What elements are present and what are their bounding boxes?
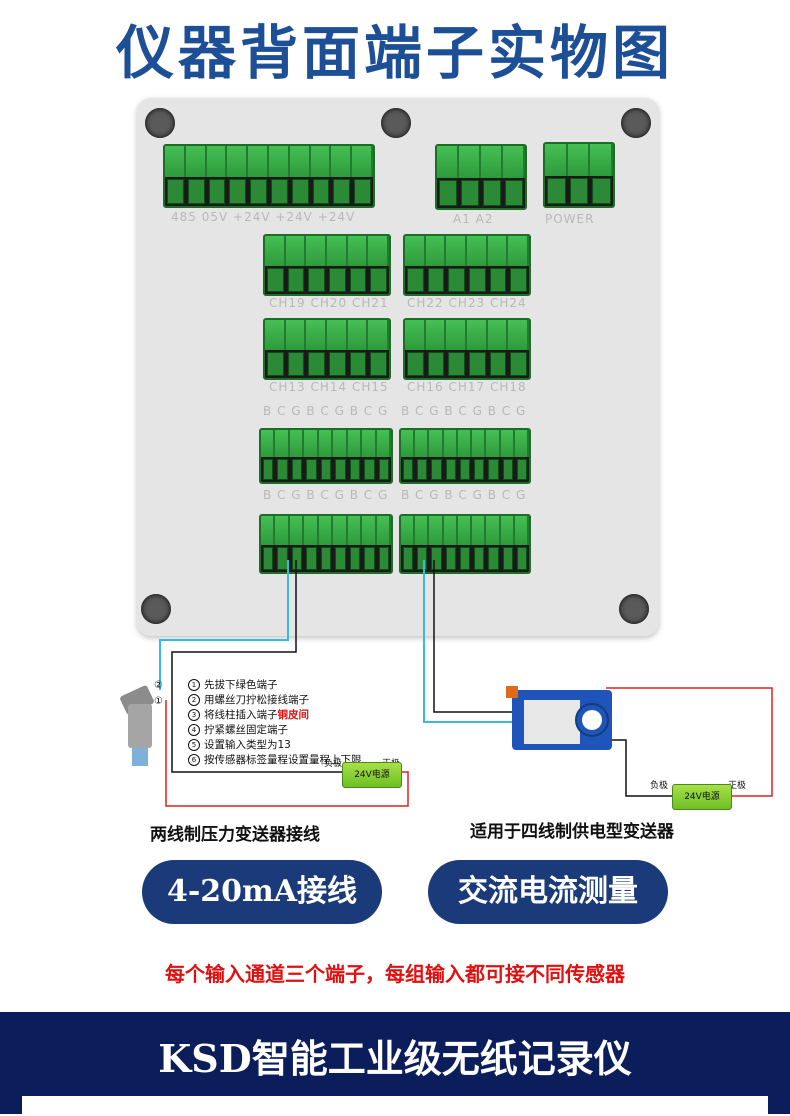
terminal-block-ch16-18[interactable]: [403, 318, 531, 380]
psu-right: 24V电源: [672, 784, 732, 810]
terminal-block-input-b-right[interactable]: [399, 514, 531, 574]
transmitter-pin-mark-2: ②: [154, 680, 163, 691]
transmitter-pin-mark-1: ①: [154, 696, 163, 707]
silk-label-comm: 485 05V +24V +24V +24V: [171, 210, 356, 224]
caption-two-wire: 两线制压力变送器接线: [150, 825, 320, 845]
silk-label-bcg-1-left: B C G B C G B C G: [263, 404, 389, 418]
silk-label-ch13-15: CH13 CH14 CH15: [269, 380, 389, 394]
silk-label-bcg-2-right: B C G B C G B C G: [401, 488, 527, 502]
button-ac-current[interactable]: 交流电流测量: [428, 860, 668, 924]
psu-right-positive-label: 正极: [728, 781, 747, 791]
psu-right-negative-label: 负极: [650, 781, 669, 791]
terminal-block-input-a-left[interactable]: [259, 428, 393, 484]
terminal-block-ch13-15[interactable]: [263, 318, 391, 380]
terminal-block-input-a-right[interactable]: [399, 428, 531, 484]
terminal-block-power[interactable]: [543, 142, 615, 208]
terminal-block-comm-power[interactable]: [163, 144, 375, 208]
terminal-block-input-b-left[interactable]: [259, 514, 393, 574]
mount-hole-top-left: [145, 108, 175, 138]
wire-signal-cyan-right: [423, 560, 540, 723]
silk-label-ch16-18: CH16 CH17 CH18: [407, 380, 527, 394]
silk-label-bcg-1-right: B C G B C G B C G: [401, 404, 527, 418]
button-4-20ma[interactable]: 4-20mA接线: [142, 860, 382, 924]
current-transmitter-icon: [506, 686, 612, 750]
instrument-back-panel: 485 05V +24V +24V +24V A1 A2 POWER CH19 …: [137, 98, 659, 636]
wire-signal-cyan-left: [159, 560, 289, 690]
footer-bar: [22, 1096, 768, 1116]
footer-banner: KSD智能工业级无纸记录仪: [0, 1012, 790, 1116]
silk-label-power: POWER: [545, 212, 595, 226]
page-title: 仪器背面端子实物图: [115, 19, 674, 87]
silk-label-ch19-21: CH19 CH20 CH21: [269, 296, 389, 310]
wire-power-red-right: [606, 687, 773, 797]
footer-title: KSD智能工业级无纸记录仪: [158, 1036, 632, 1081]
mount-hole-top-center: [381, 108, 411, 138]
wire-signal-black-right: [433, 560, 540, 713]
wire-power-red-left: [165, 700, 409, 807]
silk-label-ch22-24: CH22 CH23 CH24: [407, 296, 527, 310]
psu-left-negative-label: 负极: [324, 759, 343, 769]
mount-hole-bottom-left: [141, 594, 171, 624]
terminal-block-ch19-21[interactable]: [263, 234, 391, 296]
pressure-transmitter-icon: [120, 685, 154, 766]
mount-hole-top-right: [621, 108, 651, 138]
wire-signal-black-left: [171, 560, 344, 773]
terminal-block-ch22-24[interactable]: [403, 234, 531, 296]
silk-label-bcg-2-left: B C G B C G B C G: [263, 488, 389, 502]
mount-hole-bottom-right: [619, 594, 649, 624]
silk-label-relay: A1 A2: [453, 212, 494, 226]
caption-four-wire: 适用于四线制供电型变送器: [470, 822, 674, 842]
notice-text: 每个输入通道三个端子，每组输入都可接不同传感器: [165, 962, 625, 986]
terminal-block-relay[interactable]: [435, 144, 527, 210]
psu-left: 24V电源: [342, 762, 402, 788]
wiring-diagram: [120, 560, 773, 807]
